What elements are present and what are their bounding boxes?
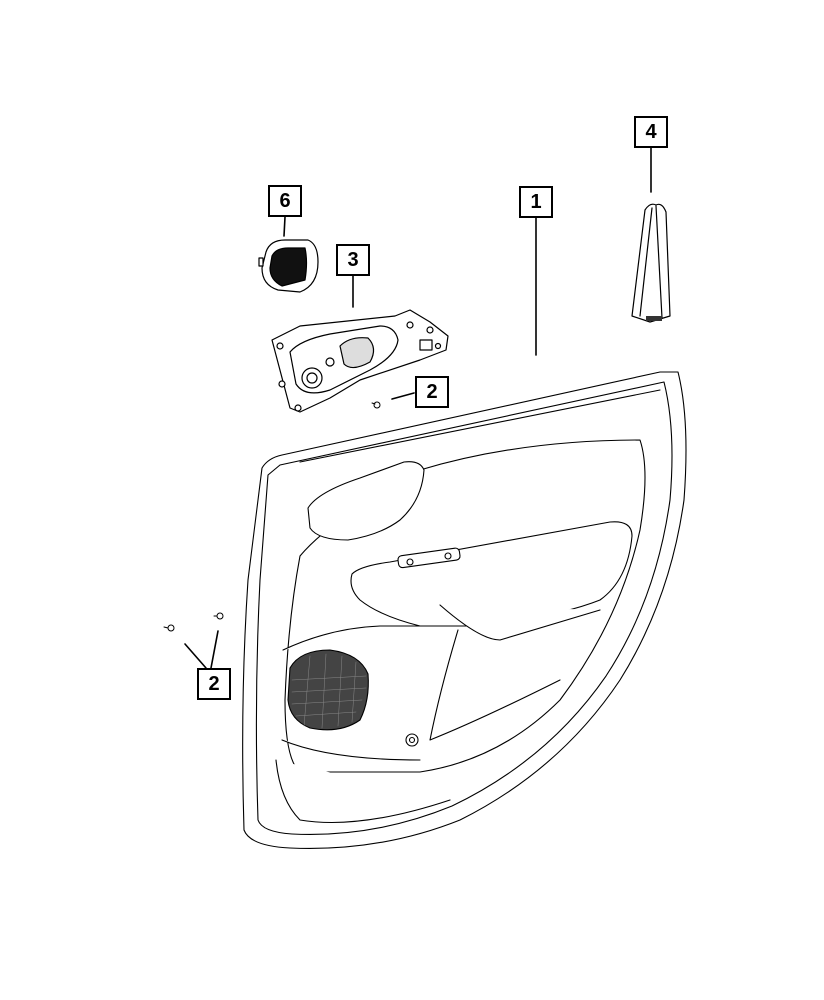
callout-3: 3 bbox=[336, 244, 370, 276]
screw-icon bbox=[216, 612, 224, 620]
callout-2-upper: 2 bbox=[415, 376, 449, 408]
speaker-grille-part-6 bbox=[258, 239, 319, 293]
callout-2-lower: 2 bbox=[197, 668, 231, 700]
handle-bezel-part-3 bbox=[271, 309, 449, 413]
speaker-grille-texture bbox=[291, 653, 367, 729]
callout-6: 6 bbox=[268, 185, 302, 217]
screw-icon bbox=[373, 401, 381, 409]
callout-4: 4 bbox=[634, 116, 668, 148]
callout-1: 1 bbox=[519, 186, 553, 218]
trim-cap-part-4 bbox=[631, 203, 671, 323]
leader-lines bbox=[184, 147, 652, 669]
door-trim-panel-part-1 bbox=[242, 371, 687, 849]
screws bbox=[163, 401, 381, 632]
screw-icon bbox=[167, 624, 175, 632]
